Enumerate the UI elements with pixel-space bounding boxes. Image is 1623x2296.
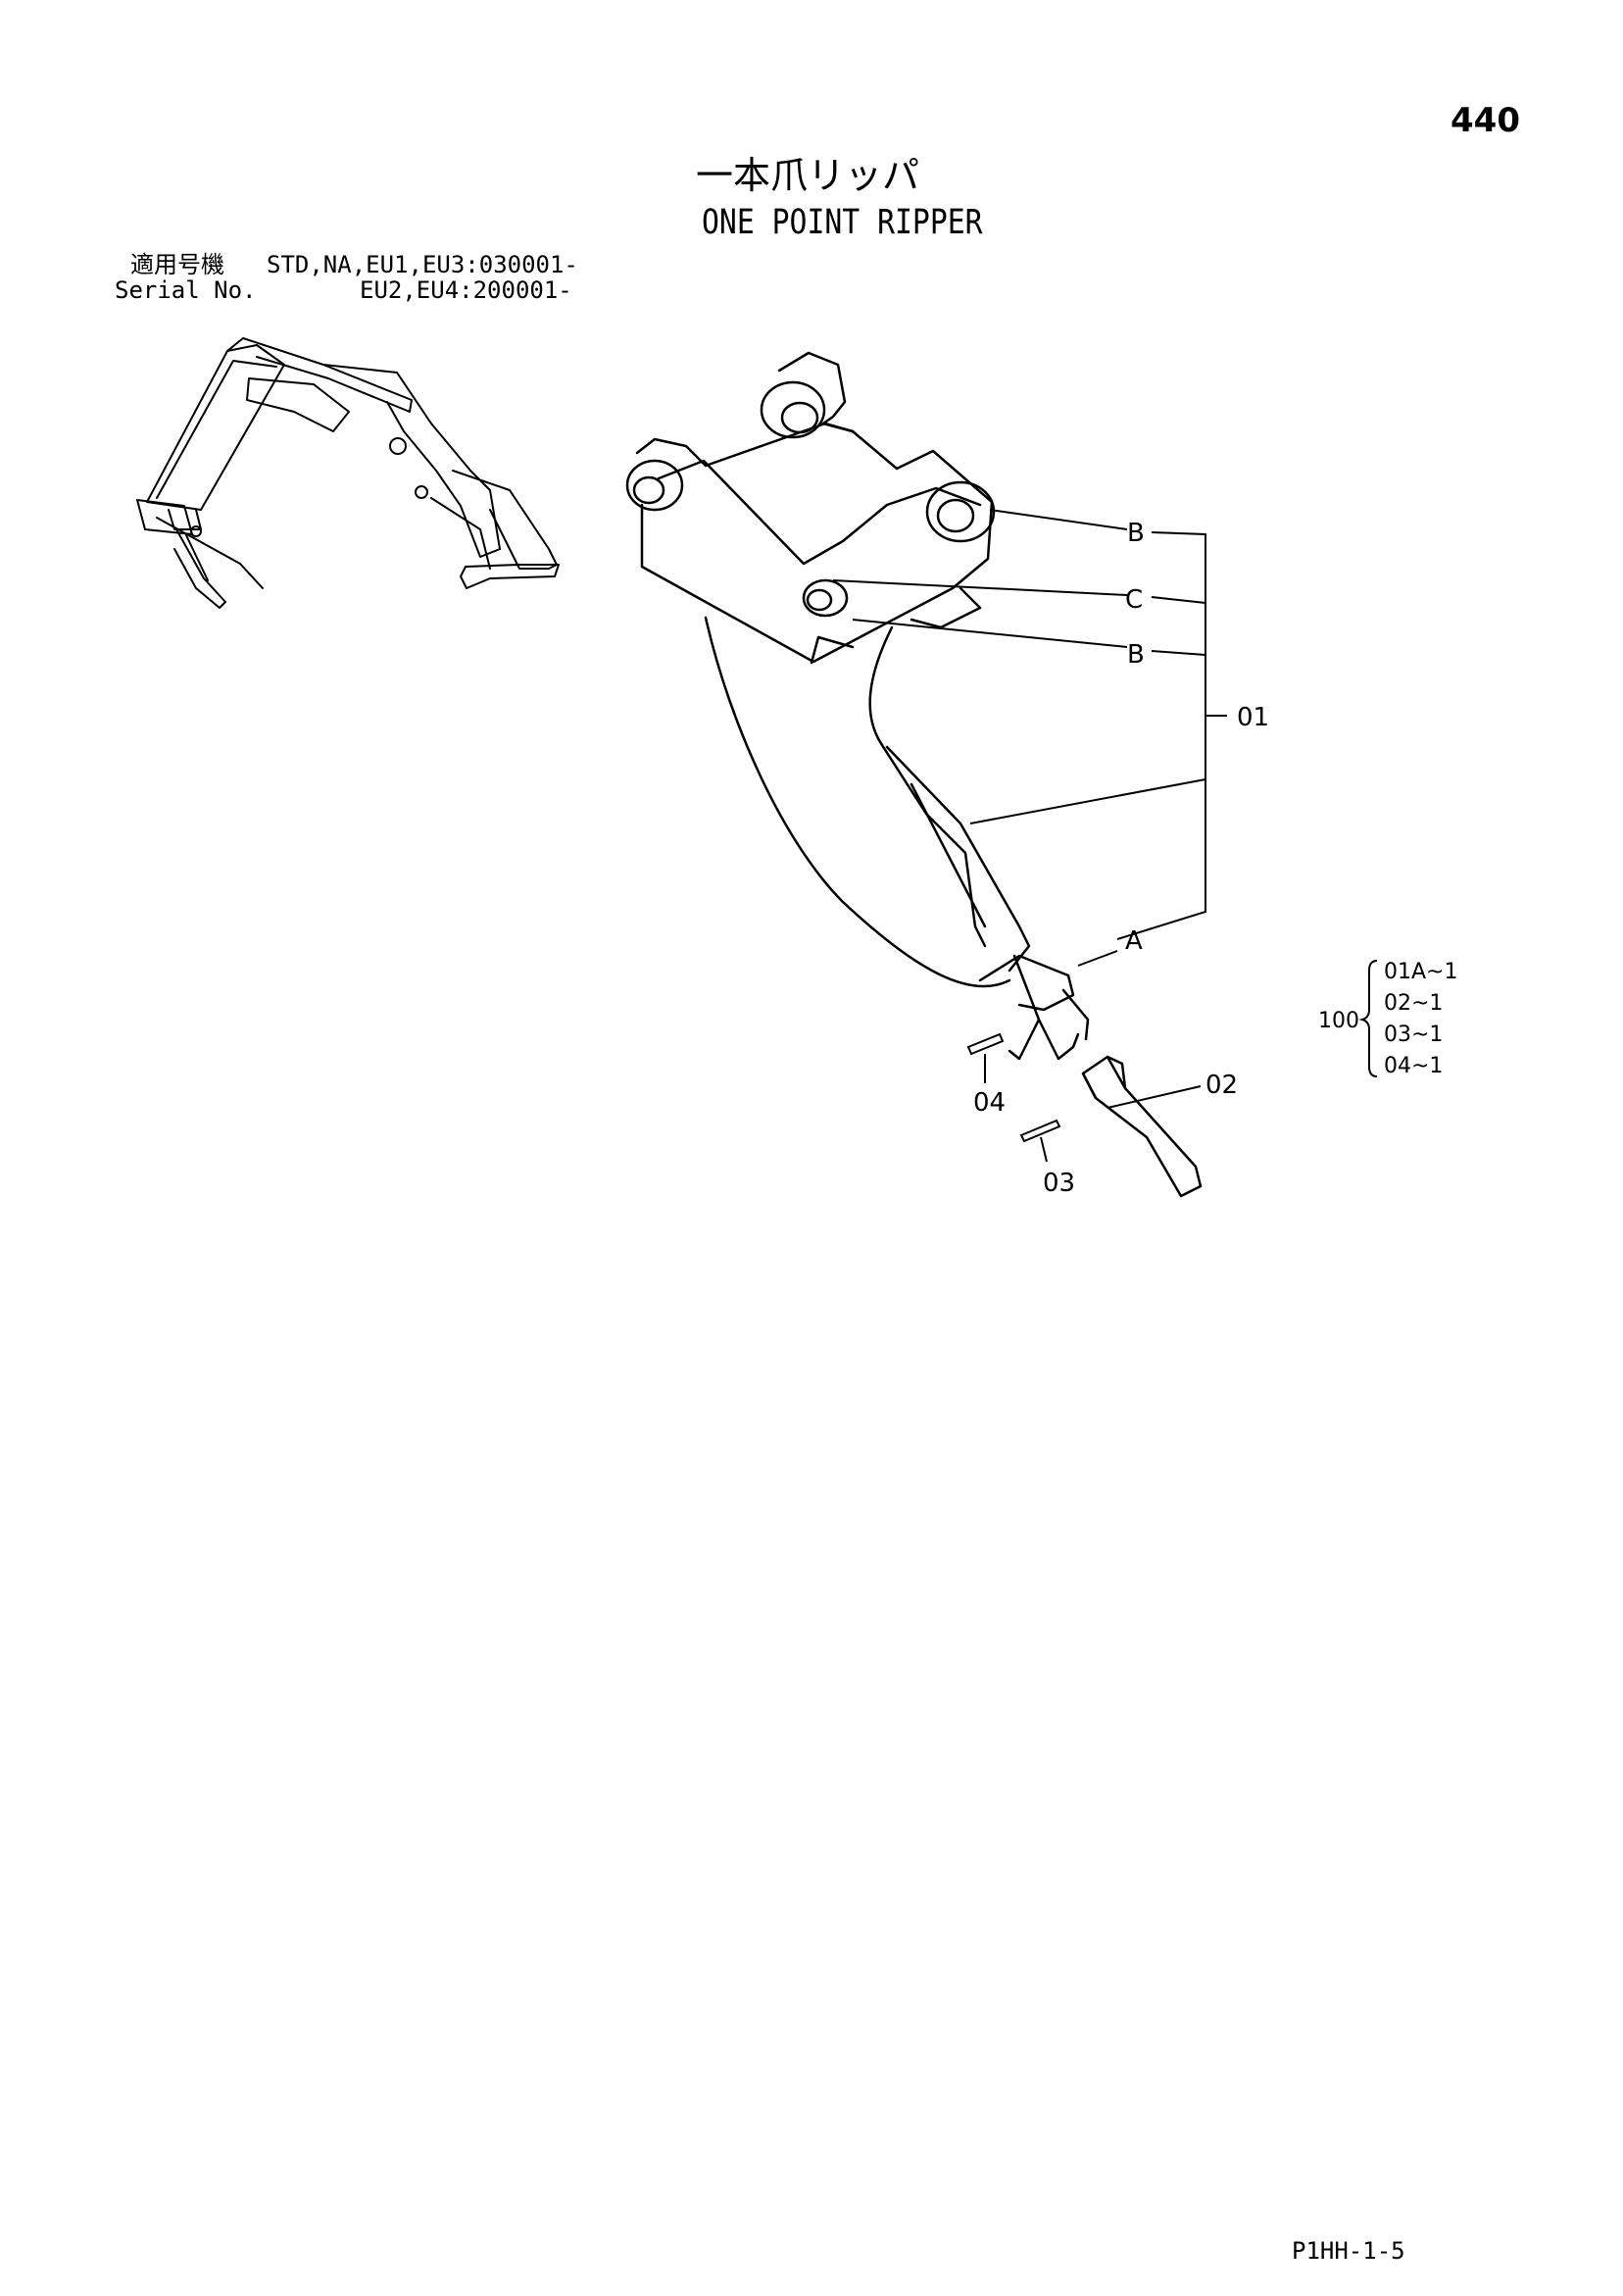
leader-lines xyxy=(832,509,1227,1163)
kit-item-4: 04~1 xyxy=(1384,1054,1443,1078)
kit-bracket xyxy=(1358,960,1378,1077)
kit-item-2: 02~1 xyxy=(1384,991,1443,1016)
serial-label-japanese: 適用号機 xyxy=(130,251,224,278)
callout-c: C xyxy=(1125,585,1143,615)
excavator-arm-thumbnail xyxy=(136,337,560,609)
title-japanese: 一本爪リッパ xyxy=(696,154,920,197)
ripper-shank xyxy=(635,351,1090,1061)
callout-a: A xyxy=(1125,926,1143,956)
pin-04 xyxy=(966,1032,1005,1056)
serial-line-2: EU2,EU4:200001- xyxy=(360,276,572,304)
part-label-04: 04 xyxy=(973,1088,1006,1118)
kit-item-3: 03~1 xyxy=(1384,1023,1443,1047)
part-label-02: 02 xyxy=(1205,1071,1238,1100)
pin-bosses xyxy=(625,380,996,618)
callout-b-upper: B xyxy=(1127,519,1145,548)
title-english: ONE POINT RIPPER xyxy=(702,203,983,242)
part-label-01: 01 xyxy=(1237,703,1269,732)
kit-item-1: 01A~1 xyxy=(1384,960,1457,984)
serial-line-1: STD,NA,EU1,EU3:030001- xyxy=(267,251,578,278)
ripper-tooth xyxy=(1081,1055,1203,1198)
part-label-03: 03 xyxy=(1043,1169,1075,1198)
pin-03 xyxy=(1019,1119,1061,1143)
page-number: 440 xyxy=(1451,101,1520,140)
serial-label-english: Serial No. xyxy=(115,276,257,304)
footer-code: P1HH-1-5 xyxy=(1292,2237,1405,2265)
callout-b-lower: B xyxy=(1127,640,1145,670)
kit-number: 100 xyxy=(1318,1009,1359,1033)
